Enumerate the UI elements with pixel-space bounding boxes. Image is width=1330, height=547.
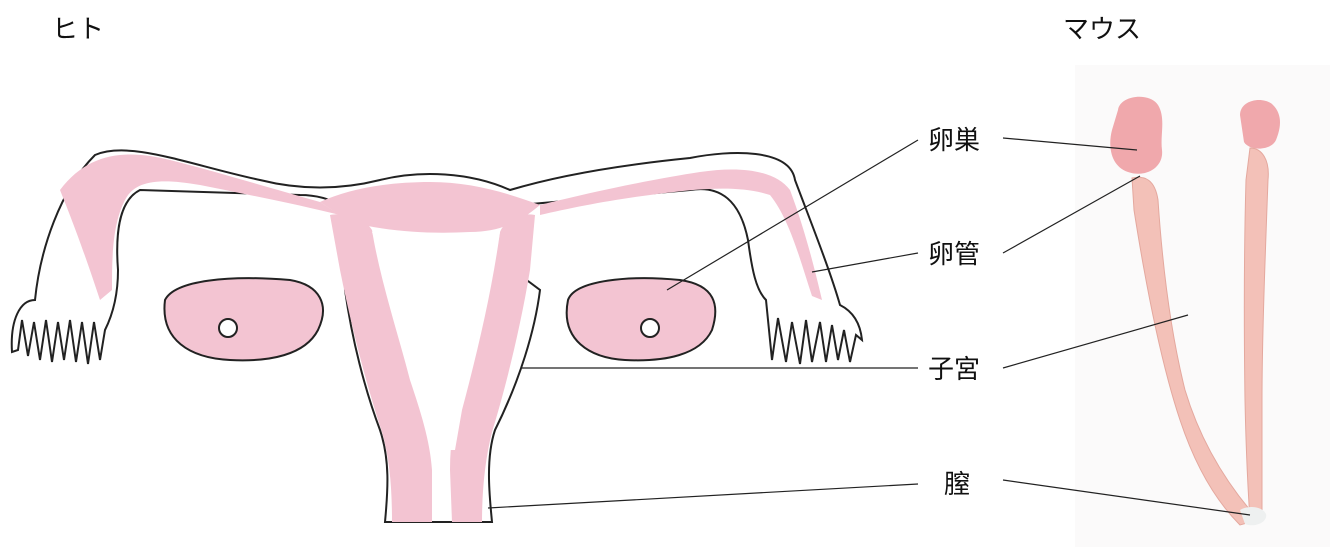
oviduct-leader-human: [812, 253, 918, 272]
label-vagina: 膣: [944, 470, 970, 500]
human-left-tube: [60, 154, 340, 300]
human-left-ovary: [164, 278, 322, 360]
human-right-follicle: [641, 319, 659, 337]
human-right-ovary: [567, 278, 716, 360]
human-uterus-illustration: [12, 150, 862, 522]
vagina-leader-human: [488, 484, 918, 508]
human-left-follicle: [219, 319, 237, 337]
label-oviduct: 卵管: [928, 240, 980, 270]
mouse-uterus-photo: [1075, 65, 1330, 547]
label-ovary: 卵巣: [928, 126, 980, 156]
human-header: ヒト: [52, 15, 104, 45]
label-uterus: 子宮: [928, 355, 980, 385]
mouse-header: マウス: [1063, 15, 1141, 45]
mouse-right-ovary: [1240, 100, 1280, 149]
